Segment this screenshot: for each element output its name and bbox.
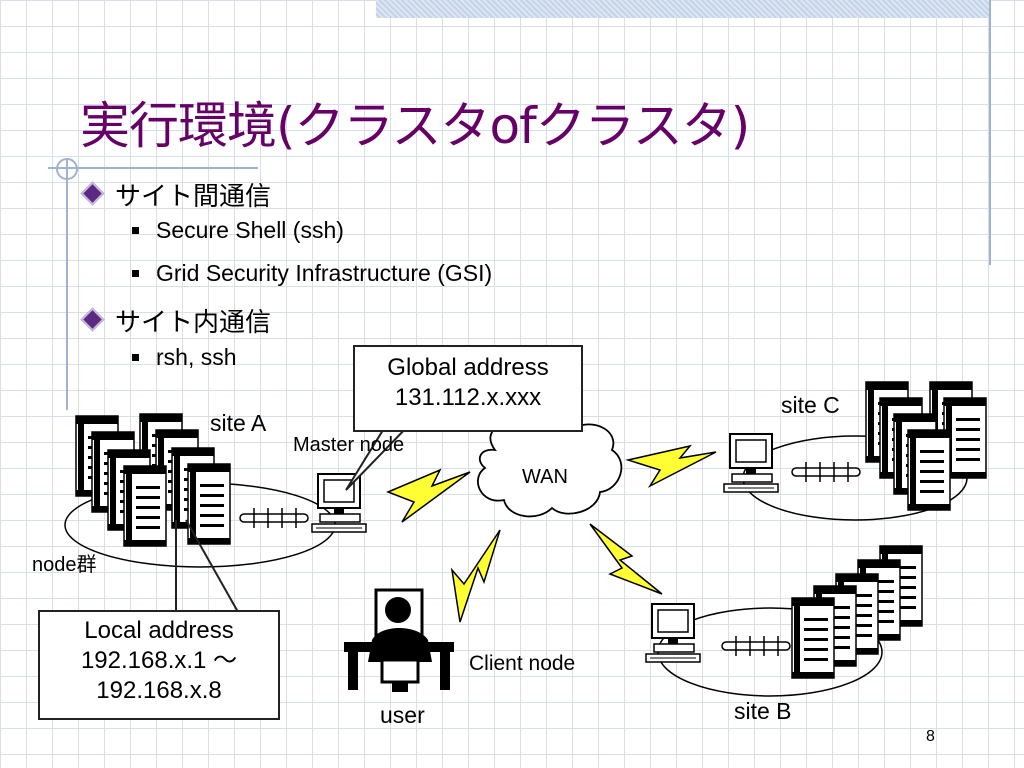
master-node-pc-icon xyxy=(311,473,367,533)
sub-bullet-ssh: Secure Shell (ssh) xyxy=(132,217,344,244)
client-node-label: Client node xyxy=(469,652,576,675)
sub-bullet-text: rsh, ssh xyxy=(156,344,237,370)
square-bullet-icon xyxy=(132,227,139,234)
lightning-icon xyxy=(450,529,501,623)
site-a-label: site A xyxy=(210,410,267,436)
site-c-network xyxy=(723,381,987,521)
sub-bullet-text: Grid Security Infrastructure (GSI) xyxy=(156,260,493,286)
sub-bullet-rsh: rsh, ssh xyxy=(132,344,237,371)
lightning-icon xyxy=(589,523,663,595)
slide-title: 実行環境(クラスタofクラスタ) xyxy=(80,97,750,155)
decor-left-line xyxy=(66,160,68,410)
decor-circle xyxy=(56,158,78,180)
square-bullet-icon xyxy=(132,270,139,277)
local-address-callout: Local address 192.168.x.1 〜 192.168.x.8 xyxy=(38,610,280,720)
bullet-inter-site: サイト間通信 xyxy=(80,176,272,213)
site-c-label: site C xyxy=(781,392,840,418)
user-icon xyxy=(344,588,454,692)
hub-icon xyxy=(791,461,861,483)
site-a-network xyxy=(64,413,367,568)
decor-horizontal-line xyxy=(48,167,258,169)
callout-line: 131.112.x.xxx xyxy=(394,384,542,411)
server-icon xyxy=(907,429,951,511)
sub-bullet-gsi: Grid Security Infrastructure (GSI) xyxy=(132,260,492,287)
node-group-label: node群 xyxy=(32,554,97,576)
server-icon xyxy=(123,465,167,547)
page-number: 8 xyxy=(926,728,935,745)
site-b-pc-icon xyxy=(645,603,701,663)
bullet-text: サイト間通信 xyxy=(115,182,272,212)
wan-label: WAN xyxy=(522,466,568,488)
site-b-network xyxy=(645,545,923,697)
decor-right-line xyxy=(989,0,991,265)
hub-icon xyxy=(721,635,791,657)
bullet-intra-site: サイト内通信 xyxy=(80,302,272,339)
callout-line: Global address xyxy=(387,354,549,381)
site-b-label: site B xyxy=(734,698,792,724)
server-icon xyxy=(791,597,835,679)
sub-bullet-text: Secure Shell (ssh) xyxy=(156,217,344,243)
master-node-label: Master node xyxy=(293,434,405,456)
server-icon xyxy=(187,463,231,545)
square-bullet-icon xyxy=(132,354,139,361)
header-bar xyxy=(376,0,990,18)
lightning-icon xyxy=(385,468,471,523)
lightning-icon xyxy=(625,444,717,488)
hub-icon xyxy=(239,507,309,529)
bullet-text: サイト内通信 xyxy=(115,308,272,338)
global-address-callout: Global address 131.112.x.xxx xyxy=(353,345,583,432)
callout-line: 192.168.x.1 〜 xyxy=(80,647,238,674)
user-label: user xyxy=(380,702,425,728)
callout-line: 192.168.x.8 xyxy=(96,677,222,704)
callout-line: Local address xyxy=(84,617,234,644)
site-c-pc-icon xyxy=(723,433,779,493)
